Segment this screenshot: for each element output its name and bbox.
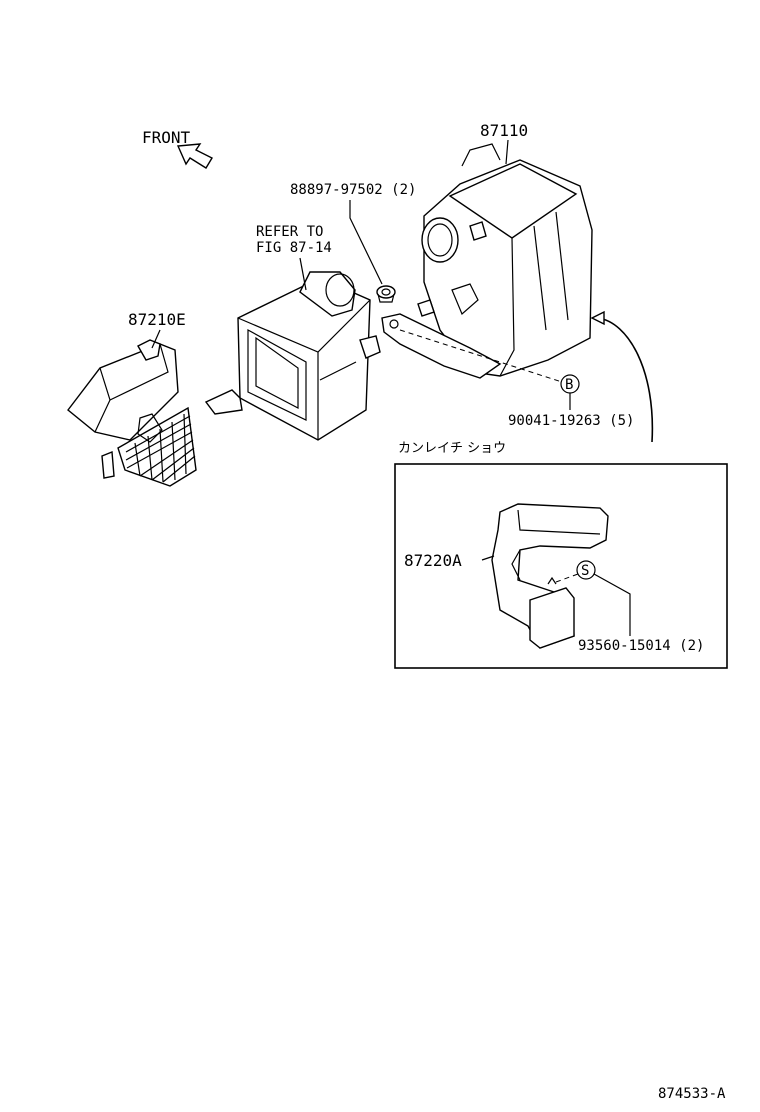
label-87220A: 87220A (404, 551, 462, 570)
curve-arrow (597, 317, 654, 443)
part-87220A-drawing (491, 503, 609, 649)
dashed-screw-line (399, 329, 563, 383)
bracket-drawing (381, 313, 502, 379)
marker-s-circle (576, 560, 596, 580)
curve-arrow-head-icon (590, 310, 605, 326)
leader-88897 (349, 200, 383, 285)
label-93560-15014: 93560-15014 (2) (578, 638, 704, 654)
label-90041-19263: 90041-19263 (5) (508, 413, 634, 429)
grommet-drawing (376, 285, 396, 303)
evaporator-drawing (204, 271, 381, 441)
part-87210E-drawing (67, 339, 197, 487)
label-87210E: 87210E (128, 310, 186, 329)
inset-title: カンレイチ ショウ (398, 441, 506, 456)
leader-93560 (593, 573, 631, 636)
front-arrow-icon (176, 143, 213, 169)
leader-87220A (481, 555, 495, 561)
leader-refer (299, 257, 307, 291)
dashed-s-line (555, 573, 579, 583)
label-fig-87-14: FIG 87-14 (256, 240, 332, 256)
part-87110-drawing (417, 143, 593, 377)
leader-87110 (505, 139, 509, 165)
leader-87210E (151, 329, 161, 349)
label-88897-97502: 88897-97502 (2) (290, 182, 416, 198)
label-87110: 87110 (480, 121, 528, 140)
inset-box (394, 463, 728, 669)
label-refer-to: REFER TO (256, 224, 323, 240)
figure-id: 874533-A (658, 1086, 726, 1102)
front-label: FRONT (142, 128, 191, 147)
marker-b: B (565, 377, 573, 393)
marker-s: S (581, 563, 589, 579)
